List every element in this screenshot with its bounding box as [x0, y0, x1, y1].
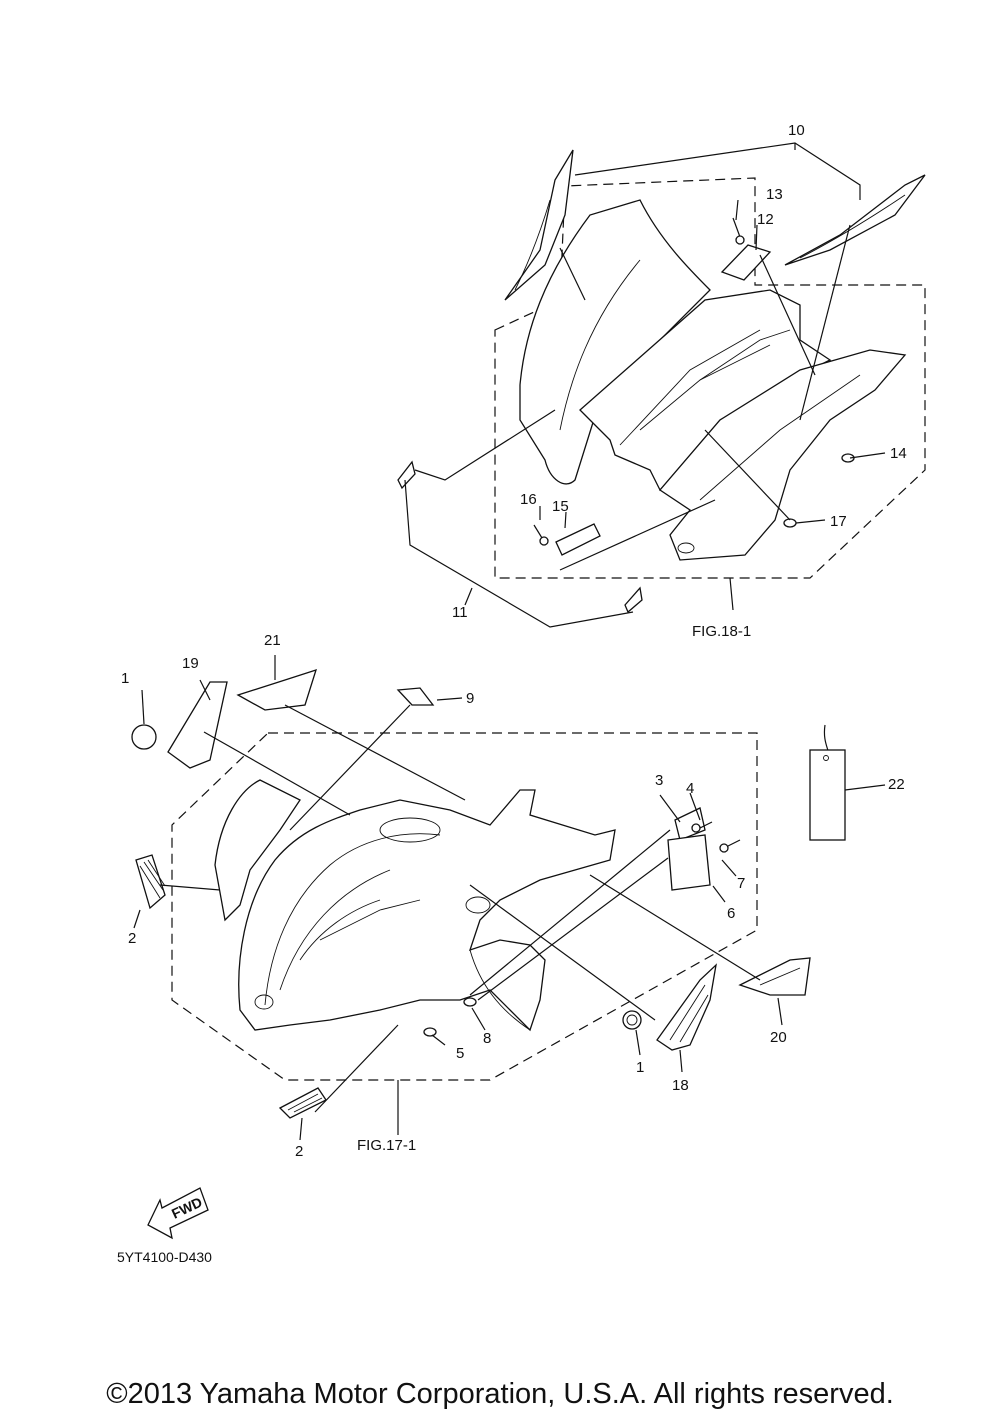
callout-2-lower: 2	[295, 1143, 303, 1160]
callout-9: 9	[466, 690, 474, 707]
decal-2-upper	[135, 854, 166, 910]
decal-2-lower	[278, 1087, 327, 1119]
callout-11: 11	[452, 604, 468, 621]
washer-17	[783, 518, 797, 528]
rear-fender-left-panel	[519, 199, 711, 485]
diagram-code: 5YT4100-D430	[117, 1249, 212, 1265]
callout-12: 12	[757, 211, 774, 228]
callout-13: 13	[766, 186, 783, 203]
decal-19	[167, 681, 228, 769]
callout-1-right: 1	[636, 1059, 644, 1076]
callout-5: 5	[456, 1045, 464, 1062]
front-fender-body	[238, 789, 616, 1032]
fig17-boundary	[171, 732, 758, 1081]
callout-1-left: 1	[121, 670, 129, 687]
fig-17-1-label: FIG.17-1	[357, 1137, 416, 1154]
callout-16: 16	[520, 491, 537, 508]
callout-7: 7	[737, 875, 745, 892]
decal-21	[236, 668, 317, 711]
callout-8: 8	[483, 1030, 491, 1047]
decal-10-left	[504, 149, 574, 301]
copyright-notice: ©2013 Yamaha Motor Corporation, U.S.A. A…	[106, 1378, 894, 1410]
callout-10: 10	[788, 122, 805, 139]
decal-20	[738, 957, 811, 996]
callout-17: 17	[830, 513, 847, 530]
emblem-1-left	[131, 724, 157, 750]
emblem-1-right	[622, 1010, 642, 1030]
fig-18-1-label: FIG.18-1	[692, 623, 751, 640]
callout-22: 22	[888, 776, 905, 793]
callout-19: 19	[182, 655, 199, 672]
tag-22	[809, 724, 846, 841]
washer-5	[423, 1027, 437, 1037]
decal-9	[396, 687, 435, 706]
rear-fender-group	[397, 142, 926, 628]
callout-21: 21	[264, 632, 281, 649]
decal-12	[720, 244, 772, 281]
callout-4: 4	[686, 780, 694, 797]
decal-10-right	[784, 174, 926, 266]
callout-2-upper: 2	[128, 930, 136, 947]
fig18-boundary	[494, 177, 926, 579]
decal-11-left	[397, 460, 416, 490]
screw-13	[732, 217, 745, 245]
decal-11-right	[624, 586, 643, 614]
screw-7	[719, 839, 741, 853]
front-left-side-panel	[214, 779, 301, 922]
callout-14: 14	[890, 445, 907, 462]
callout-15: 15	[552, 498, 569, 515]
washer-8	[463, 997, 477, 1007]
callout-6: 6	[727, 905, 735, 922]
screw-4	[691, 821, 713, 833]
fwd-arrow-icon: FWD	[147, 1187, 209, 1240]
decal-15	[555, 523, 601, 556]
front-fender-group	[131, 655, 886, 1141]
decal-6	[667, 834, 711, 891]
decal-18	[656, 963, 717, 1051]
callout-18: 18	[672, 1077, 689, 1094]
callout-3: 3	[655, 772, 663, 789]
callout-20: 20	[770, 1029, 787, 1046]
screw-16	[533, 524, 549, 546]
